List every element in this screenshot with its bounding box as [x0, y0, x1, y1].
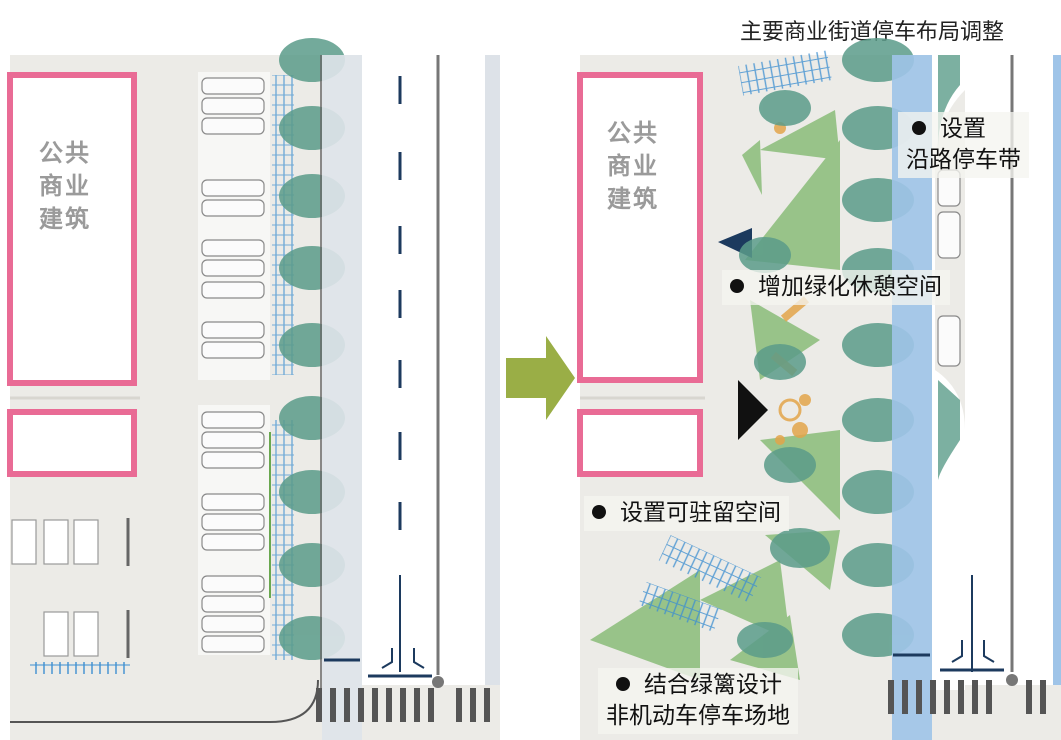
left-building-small	[7, 409, 137, 477]
left-building-label-line3: 建筑	[39, 205, 91, 233]
left-building-label-line2: 商业	[39, 172, 91, 200]
note-stay-space-text: 设置可驻留空间	[620, 500, 781, 526]
right-crosswalk	[888, 680, 1046, 714]
note-roadside-parking: 设置 沿路停车带	[898, 112, 1029, 178]
note-bike-parking-line2: 非机动车停车场地	[606, 703, 790, 729]
note-green-rest-text: 增加绿化休憩空间	[758, 274, 942, 300]
right-building-label-line1: 公共	[607, 119, 659, 147]
right-building-small	[577, 409, 703, 477]
transition-arrow	[506, 336, 575, 420]
note-roadside-parking-line2: 沿路停车带	[906, 147, 1021, 173]
right-building-label-line3: 建筑	[607, 185, 659, 213]
note-roadside-parking-line1: 设置	[940, 116, 986, 142]
left-building-label-line1: 公共	[39, 139, 91, 167]
left-cars	[201, 77, 265, 653]
right-roadside-cars	[937, 169, 961, 367]
note-green-rest: 增加绿化休憩空间	[722, 270, 950, 305]
bullet-icon	[592, 504, 606, 519]
left-building-label: 公共 商业 建筑	[30, 137, 100, 236]
left-curb-parking	[198, 72, 270, 655]
note-bike-parking-line1: 结合绿篱设计	[644, 672, 782, 698]
note-stay-space: 设置可驻留空间	[584, 496, 789, 531]
bullet-icon	[912, 120, 926, 135]
left-bottom-parking	[11, 519, 99, 657]
right-building-main	[577, 72, 703, 383]
left-building-main	[7, 72, 137, 386]
bullet-icon	[730, 278, 744, 293]
note-bike-parking: 结合绿篱设计 非机动车停车场地	[598, 668, 798, 734]
bullet-icon	[616, 676, 630, 691]
right-building-label: 公共 商业 建筑	[598, 117, 668, 216]
right-building-label-line2: 商业	[607, 152, 659, 180]
left-crosswalk	[316, 688, 490, 722]
left-plan	[7, 38, 500, 740]
